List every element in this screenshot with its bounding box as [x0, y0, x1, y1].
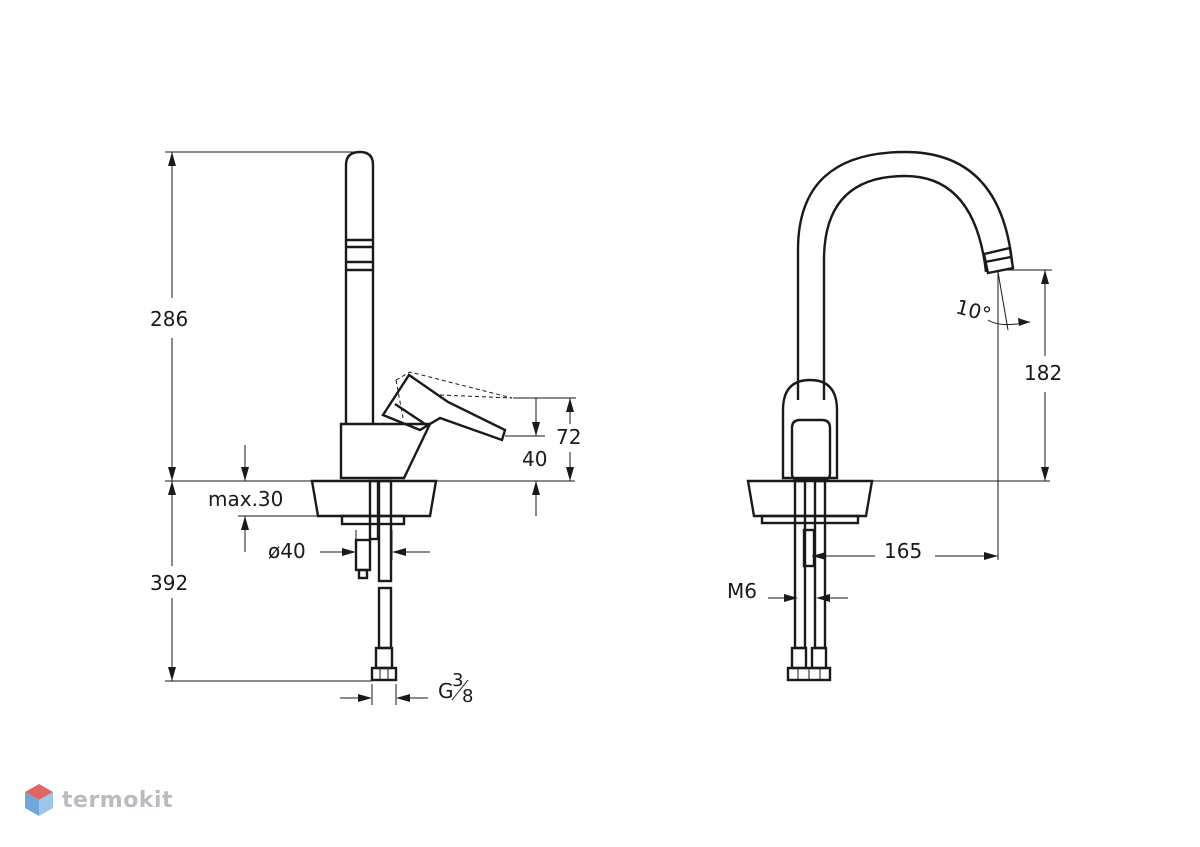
dim-height-above: 286: [150, 307, 188, 331]
spout-column-side: [344, 150, 375, 424]
brand-name: termokit: [62, 787, 174, 813]
dim-thread-main: G: [438, 679, 454, 703]
lever-side: [381, 373, 507, 442]
brand-cube-icon: [25, 784, 53, 816]
dim-height-below: 392: [150, 571, 188, 595]
dim-lever-40: 40: [522, 447, 547, 471]
spout-gooseneck: [796, 150, 1014, 400]
dim-thread-num: 3: [452, 670, 463, 691]
countertop-left: [310, 479, 438, 518]
dim-angle: 10°: [953, 294, 993, 326]
brand-logo: termokit: [24, 783, 173, 817]
countertop-right: [746, 479, 874, 518]
dim-spout-height: 182: [1024, 361, 1062, 385]
side-view: 286 392 max.30 ø40 72: [150, 150, 581, 707]
faucet-body-front: [781, 378, 839, 480]
dim-lever-72: 72: [556, 425, 581, 449]
dim-max-thickness: max.30: [208, 487, 283, 511]
dim-thread-den: 8: [462, 686, 473, 707]
faucet-body-side: [339, 422, 432, 480]
dim-hole-diameter: ø40: [268, 539, 306, 563]
dim-stud: M6: [727, 579, 757, 603]
front-view: 182 10° 165 M6: [727, 150, 1062, 682]
dim-spout-reach: 165: [884, 539, 922, 563]
